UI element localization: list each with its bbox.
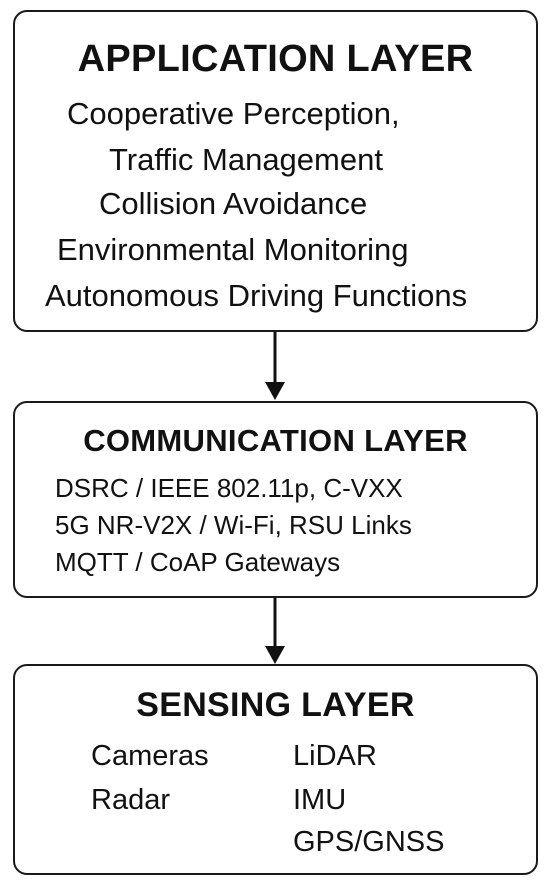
sensing-item-gps-gnss: GPS/GNSS bbox=[293, 826, 445, 858]
sensing-item-cameras: Cameras bbox=[91, 740, 209, 772]
sensing-item-lidar: LiDAR bbox=[293, 740, 377, 772]
communication-layer-box: COMMUNICATION LAYER DSRC / IEEE 802.11p,… bbox=[13, 401, 538, 598]
application-item: Environmental Monitoring bbox=[57, 232, 409, 267]
communication-item: DSRC / IEEE 802.11p, C-VXX bbox=[55, 473, 403, 503]
sensing-layer-box: SENSING LAYER Cameras Radar LiDAR IMU GP… bbox=[13, 664, 538, 875]
application-item: Traffic Management bbox=[109, 142, 383, 177]
communication-item: MQTT / CoAP Gateways bbox=[55, 547, 341, 577]
application-layer-box: APPLICATION LAYER Cooperative Perception… bbox=[13, 10, 538, 332]
application-item: Cooperative Perception, bbox=[67, 96, 400, 131]
sensing-layer-title: SENSING LAYER bbox=[136, 686, 415, 724]
sensing-item-radar: Radar bbox=[91, 784, 170, 816]
application-item: Autonomous Driving Functions bbox=[45, 278, 468, 313]
arrow-application-to-communication bbox=[265, 332, 285, 400]
application-item: Collision Avoidance bbox=[99, 186, 368, 221]
application-layer-title: APPLICATION LAYER bbox=[77, 38, 474, 80]
communication-layer-title: COMMUNICATION LAYER bbox=[83, 423, 468, 458]
communication-item: 5G NR-V2X / Wi-Fi, RSU Links bbox=[55, 510, 412, 540]
arrow-communication-to-sensing bbox=[265, 598, 285, 664]
sensing-item-imu: IMU bbox=[293, 784, 347, 816]
